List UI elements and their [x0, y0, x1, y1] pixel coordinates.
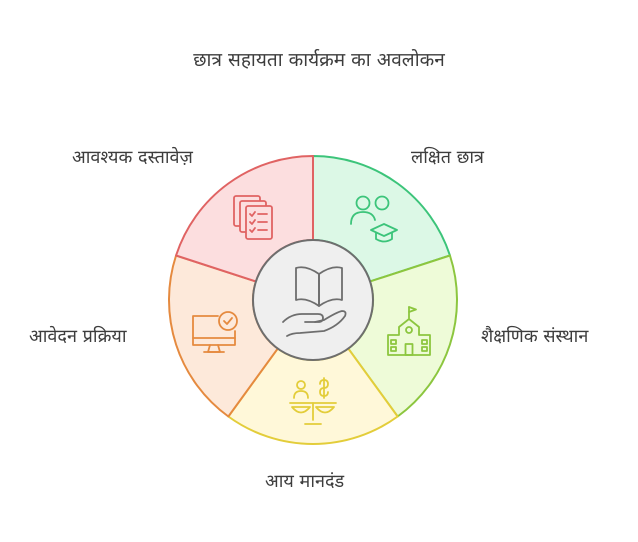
label-income-criteria: आय मानदंड	[265, 471, 345, 492]
hand-book-icon	[282, 266, 347, 337]
students-graduation-icon	[350, 195, 398, 243]
label-target-students: लक्षित छात्र	[411, 147, 484, 168]
center-hub	[252, 239, 374, 361]
label-application-process: आवेदन प्रक्रिया	[29, 326, 127, 347]
documents-checklist-icon	[233, 195, 273, 240]
diagram-title: छात्र सहायता कार्यक्रम का अवलोकन	[193, 49, 445, 71]
school-building-icon	[387, 306, 431, 356]
computer-check-icon	[192, 311, 238, 353]
label-educational-institution: शैक्षणिक संस्थान	[481, 326, 589, 347]
scale-balance-icon	[289, 377, 337, 425]
label-required-documents: आवश्यक दस्तावेज़	[72, 147, 193, 168]
